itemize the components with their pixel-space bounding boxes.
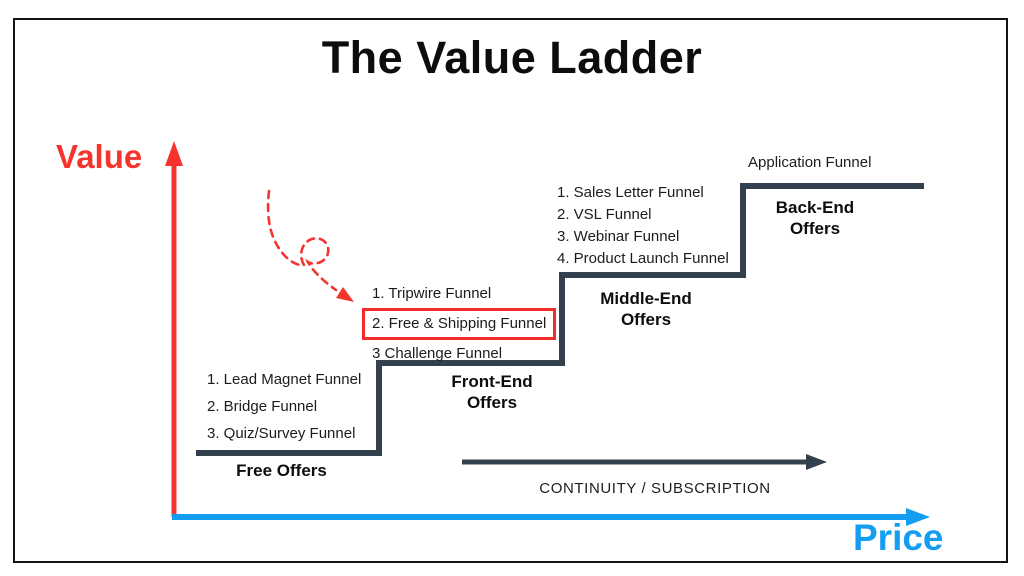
funnel-item: 1. Lead Magnet Funnel [207,371,362,388]
diagram-title: The Value Ladder [321,32,703,83]
funnel-list-free-offers: 1. Lead Magnet Funnel 2. Bridge Funnel 3… [207,369,361,450]
funnel-item: 1. Sales Letter Funnel [557,184,704,201]
price-axis-label: Price [853,517,944,558]
step-label-front-end-offers: Front-End Offers [451,372,533,412]
step-label-back-end-offers: Back-End Offers [775,198,855,238]
funnel-item: 4. Product Launch Funnel [557,250,729,267]
funnel-item: 1. Tripwire Funnel [372,285,492,302]
step-label-free-offers: Free Offers [236,461,327,480]
step-label-middle-end-offers: Middle-End Offers [600,289,692,329]
value-axis-arrowhead-icon [165,141,183,166]
funnel-item: Application Funnel [748,154,872,171]
diagram-border-frame [13,18,1008,563]
staircase-steps [196,183,924,456]
funnel-list-front-end: 1. Tripwire Funnel 2. Free & Shipping Fu… [362,283,557,368]
continuity-subscription-label: CONTINUITY / SUBSCRIPTION [539,480,771,497]
continuity-arrowhead-icon [806,454,827,470]
funnel-item: 2. Bridge Funnel [207,398,318,415]
funnel-list-back-end: Application Funnel [748,152,871,174]
funnel-item: 3. Webinar Funnel [557,228,680,245]
funnel-list-middle-end: 1. Sales Letter Funnel 2. VSL Funnel 3. … [557,182,729,270]
value-axis-label: Value [56,138,143,175]
curved-arrowhead-icon [336,287,354,302]
price-axis-arrowhead-icon [906,508,930,526]
funnel-item: 2. VSL Funnel [557,206,652,223]
funnel-item: 3 Challenge Funnel [372,345,503,362]
curved-dashed-arrow [266,189,338,292]
funnel-item: 3. Quiz/Survey Funnel [207,425,356,442]
highlighted-funnel-item: 2. Free & Shipping Funnel [362,308,557,340]
